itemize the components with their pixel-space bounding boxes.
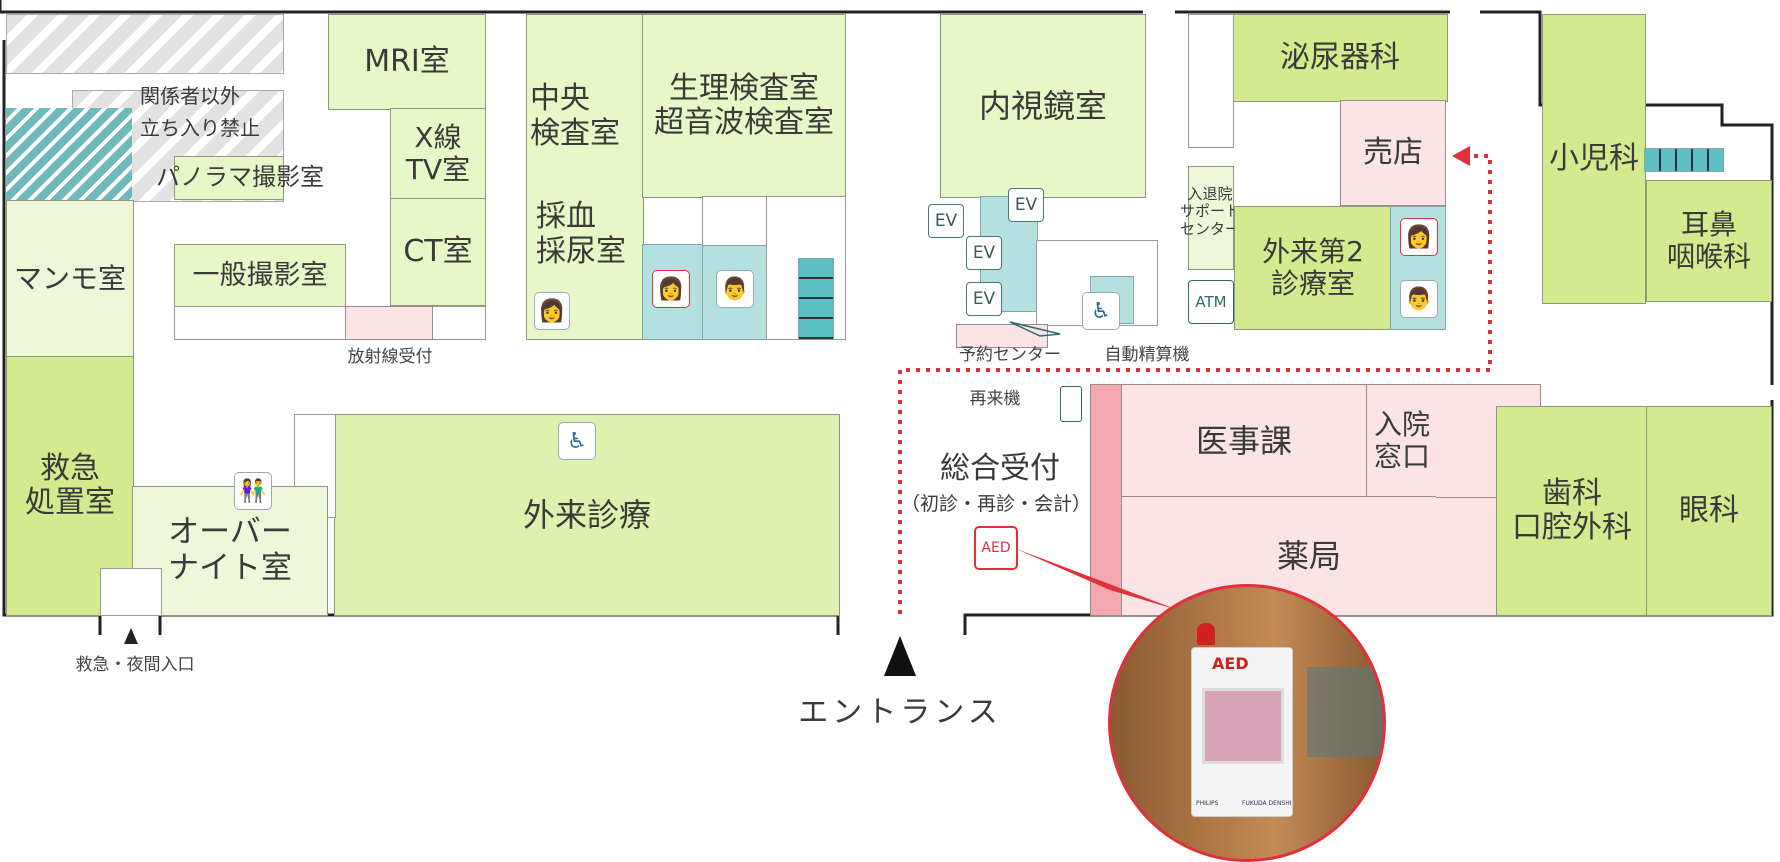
stairs-center	[798, 258, 834, 340]
corridor-box	[702, 196, 768, 246]
room-dental[interactable]: 歯科 口腔外科	[1496, 406, 1648, 616]
entrance-label: エントランス	[798, 695, 1002, 730]
room-physio-lab[interactable]: 生理検査室 超音波検査室	[642, 14, 846, 198]
room-admission-window[interactable]: 入院 窓口	[1366, 384, 1438, 498]
room-xray-tv[interactable]: X線 TV室	[390, 108, 486, 200]
wheelchair-icon: ♿	[558, 422, 596, 460]
restroom-icon: 👩	[534, 292, 570, 330]
stairs-left	[6, 108, 132, 200]
room-shop[interactable]: 売店	[1340, 100, 1446, 206]
room-general-xray[interactable]: 一般撮影室	[174, 244, 346, 308]
stairs-right	[1644, 148, 1724, 172]
wheelchair-icon: ♿	[1082, 292, 1120, 330]
room-outpatient2[interactable]: 外来第2 診療室	[1234, 206, 1392, 330]
general-reception-sub-label: （初診・再診・会計）	[900, 493, 1091, 515]
aed-marker[interactable]: AED	[974, 526, 1018, 570]
aed-cabinet: AED PHILIPS FUKUDA DENSHI	[1191, 647, 1293, 817]
room-central-lab-label: 中央 検査室	[530, 81, 620, 151]
room-ent[interactable]: 耳鼻 咽喉科	[1646, 180, 1772, 302]
alarm-light-icon	[1197, 623, 1215, 645]
atm-icon[interactable]: ATM	[1188, 280, 1234, 324]
general-reception-label: 総合受付	[940, 451, 1060, 486]
elevator-2-icon: EV	[1008, 188, 1044, 222]
male-toilet-icon: 👨	[716, 270, 754, 308]
room-overnight[interactable]: オーバー ナイト室	[132, 486, 328, 616]
revisit-machine-icon[interactable]	[1060, 386, 1082, 422]
restroom-icon: 👫	[234, 472, 272, 510]
radiology-reception-label: 放射線受付	[347, 347, 433, 367]
restricted-zone	[6, 14, 284, 74]
reservation-center-label: 予約センター	[959, 345, 1061, 365]
auto-payment-label: 自動精算機	[1104, 345, 1190, 365]
room-blood-urine-label: 採血 採尿室	[536, 199, 626, 269]
room-panorama-label: パノラマ撮影室	[156, 163, 324, 191]
room-panorama[interactable]	[174, 156, 284, 200]
room-mammo[interactable]: マンモ室	[6, 200, 134, 358]
room-pediatrics[interactable]: 小児科	[1542, 14, 1646, 304]
room-mri[interactable]: MRI室	[328, 14, 486, 110]
room-ct[interactable]: CT室	[390, 198, 486, 306]
male-toilet-icon: 👨	[1400, 280, 1438, 318]
room-medical-affairs[interactable]: 医事課	[1120, 384, 1368, 498]
urology-side-rooms	[1188, 14, 1234, 148]
restricted-label: 関係者以外 立ち入り禁止	[140, 84, 260, 140]
elevator-3-icon: EV	[966, 236, 1002, 270]
aed-photo: AED PHILIPS FUKUDA DENSHI	[1108, 584, 1386, 862]
revisit-machine-label: 再来機	[969, 389, 1021, 409]
radiology-booths	[174, 306, 486, 340]
room-ophthalmology[interactable]: 眼科	[1646, 406, 1772, 616]
room-urology[interactable]: 泌尿器科	[1232, 14, 1448, 102]
elevator-4-icon: EV	[966, 282, 1002, 316]
radiology-reception-counter[interactable]	[345, 306, 433, 340]
room-endoscopy[interactable]: 内視鏡室	[940, 14, 1146, 198]
emergency-entrance-label: 救急・夜間入口	[75, 655, 195, 675]
room-central-lab[interactable]	[526, 14, 644, 340]
emergency-entrance-arrow-icon	[124, 628, 138, 644]
female-toilet-icon: 👩	[1400, 218, 1438, 256]
emergency-vestibule	[100, 568, 162, 616]
female-toilet-icon: 👩	[652, 270, 690, 308]
elevator-1-icon: EV	[928, 204, 964, 238]
